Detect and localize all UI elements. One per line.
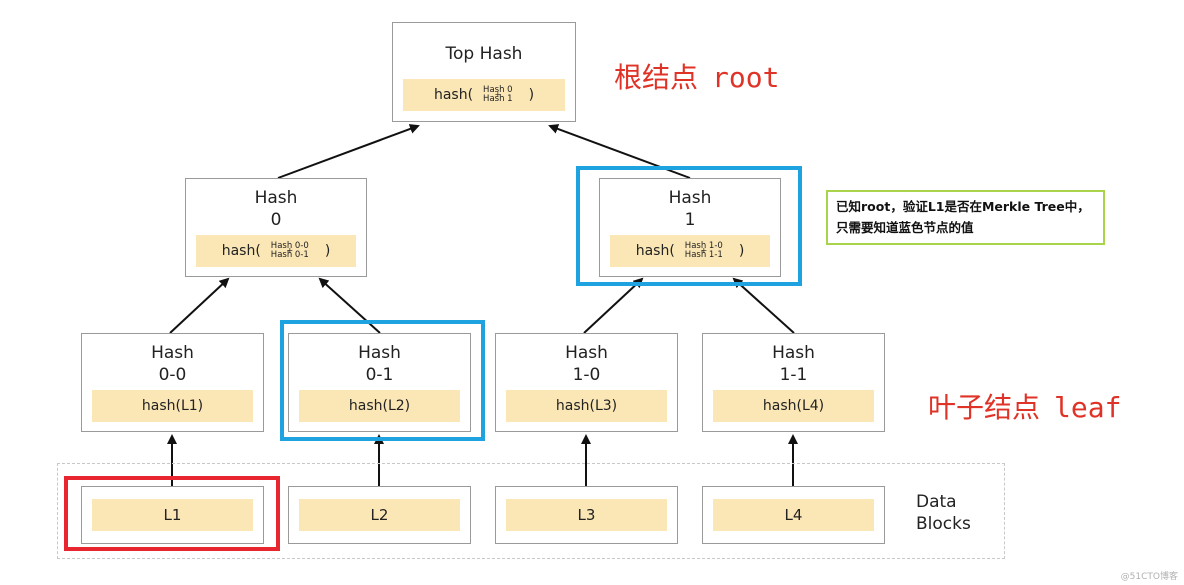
leaf-title1: Hash [358, 343, 401, 363]
leaf-label-en: leaf [1054, 391, 1122, 424]
hash-1-node: Hash 1 hash( Hash 1-0 + Hash 1-1 ) [599, 178, 781, 277]
leaf-label: 叶子结点 leaf [928, 386, 1121, 426]
operand-a: Hash 0-0 [270, 241, 309, 251]
block-label: L3 [506, 499, 667, 531]
hash-func: hash( [433, 87, 474, 103]
root-label-en: root [712, 61, 780, 94]
arrow-h10-to-h1 [583, 277, 644, 334]
plus-sign: + [700, 246, 708, 255]
block-label: L1 [92, 499, 253, 531]
leaf-hash-0-0: Hash 0-0 hash(L1) [81, 333, 264, 432]
leaf-title2: 1-1 [779, 365, 808, 385]
leaf-value: hash(L1) [92, 390, 253, 422]
operand-b: Hash 0-1 [270, 250, 309, 260]
leaf-title1: Hash [151, 343, 194, 363]
watermark: @51CTO博客 [1120, 572, 1178, 582]
data-block-l2: L2 [288, 486, 471, 544]
close-paren: ) [738, 243, 745, 259]
root-label: 根结点 root [614, 56, 779, 96]
leaf-hash-1-0: Hash 1-0 hash(L3) [495, 333, 678, 432]
top-hash-title: Top Hash [445, 44, 523, 64]
explanation-note: 已知root，验证L1是否在Merkle Tree中， 只需要知道蓝色节点的值 [826, 190, 1105, 245]
leaf-title2: 1-0 [572, 365, 601, 385]
root-label-zh: 根结点 [614, 61, 699, 94]
arrow-h00-to-h0 [169, 277, 230, 334]
leaf-hash-1-1: Hash 1-1 hash(L4) [702, 333, 885, 432]
highlight-hash-1 [576, 166, 802, 286]
hash-1-title1: Hash [668, 188, 712, 208]
leaf-value: hash(L2) [299, 390, 460, 422]
top-hash-formula: hash( Hash 0 + Hash 1 ) [403, 79, 565, 111]
hash-func: hash( [635, 243, 675, 259]
block-label: L4 [713, 499, 874, 531]
data-block-l3: L3 [495, 486, 678, 544]
arrow-h01-to-h0 [318, 277, 381, 334]
close-paren: ) [324, 243, 331, 259]
operand-b: Hash 1 [483, 94, 513, 104]
leaf-title1: Hash [772, 343, 815, 363]
hash-0-formula: hash( Hash 0-0 + Hash 0-1 ) [196, 235, 356, 267]
data-blocks-region [57, 463, 1005, 559]
data-block-l4: L4 [702, 486, 885, 544]
hash-1-formula: hash( Hash 1-0 + Hash 1-1 ) [610, 235, 770, 267]
plus-sign: + [286, 246, 294, 255]
hash-func: hash( [221, 243, 261, 259]
leaf-hash-0-1: Hash 0-1 hash(L2) [288, 333, 471, 432]
leaf-label-zh: 叶子结点 [928, 391, 1041, 424]
block-label: L2 [299, 499, 460, 531]
data-block-l1: L1 [81, 486, 264, 544]
close-paren: ) [528, 87, 535, 103]
hash-0-title1: Hash [254, 188, 298, 208]
top-hash-node: Top Hash hash( Hash 0 + Hash 1 ) [392, 22, 576, 122]
highlight-hash-0-1 [280, 320, 485, 441]
leaf-title1: Hash [565, 343, 608, 363]
operand-b: Hash 1-1 [684, 250, 723, 260]
data-blocks-line2: Blocks [916, 514, 971, 534]
data-blocks-label: Data Blocks [916, 491, 971, 535]
arrow-h11-to-h1 [732, 277, 795, 334]
data-blocks-line1: Data [916, 492, 957, 512]
hash-0-title2: 0 [270, 210, 282, 230]
note-line1: 已知root，验证L1是否在Merkle Tree中， [836, 199, 1090, 214]
leaf-value: hash(L3) [506, 390, 667, 422]
leaf-title2: 0-0 [158, 365, 187, 385]
hash-1-title2: 1 [684, 210, 696, 230]
operand-a: Hash 1-0 [684, 241, 723, 251]
operand-a: Hash 0 [483, 85, 513, 95]
arrow-h0-to-top [277, 124, 420, 179]
note-line2: 只需要知道蓝色节点的值 [836, 220, 974, 235]
highlight-l1 [64, 476, 280, 551]
plus-sign: + [494, 90, 502, 99]
leaf-value: hash(L4) [713, 390, 874, 422]
leaf-title2: 0-1 [365, 365, 394, 385]
hash-0-node: Hash 0 hash( Hash 0-0 + Hash 0-1 ) [185, 178, 367, 277]
